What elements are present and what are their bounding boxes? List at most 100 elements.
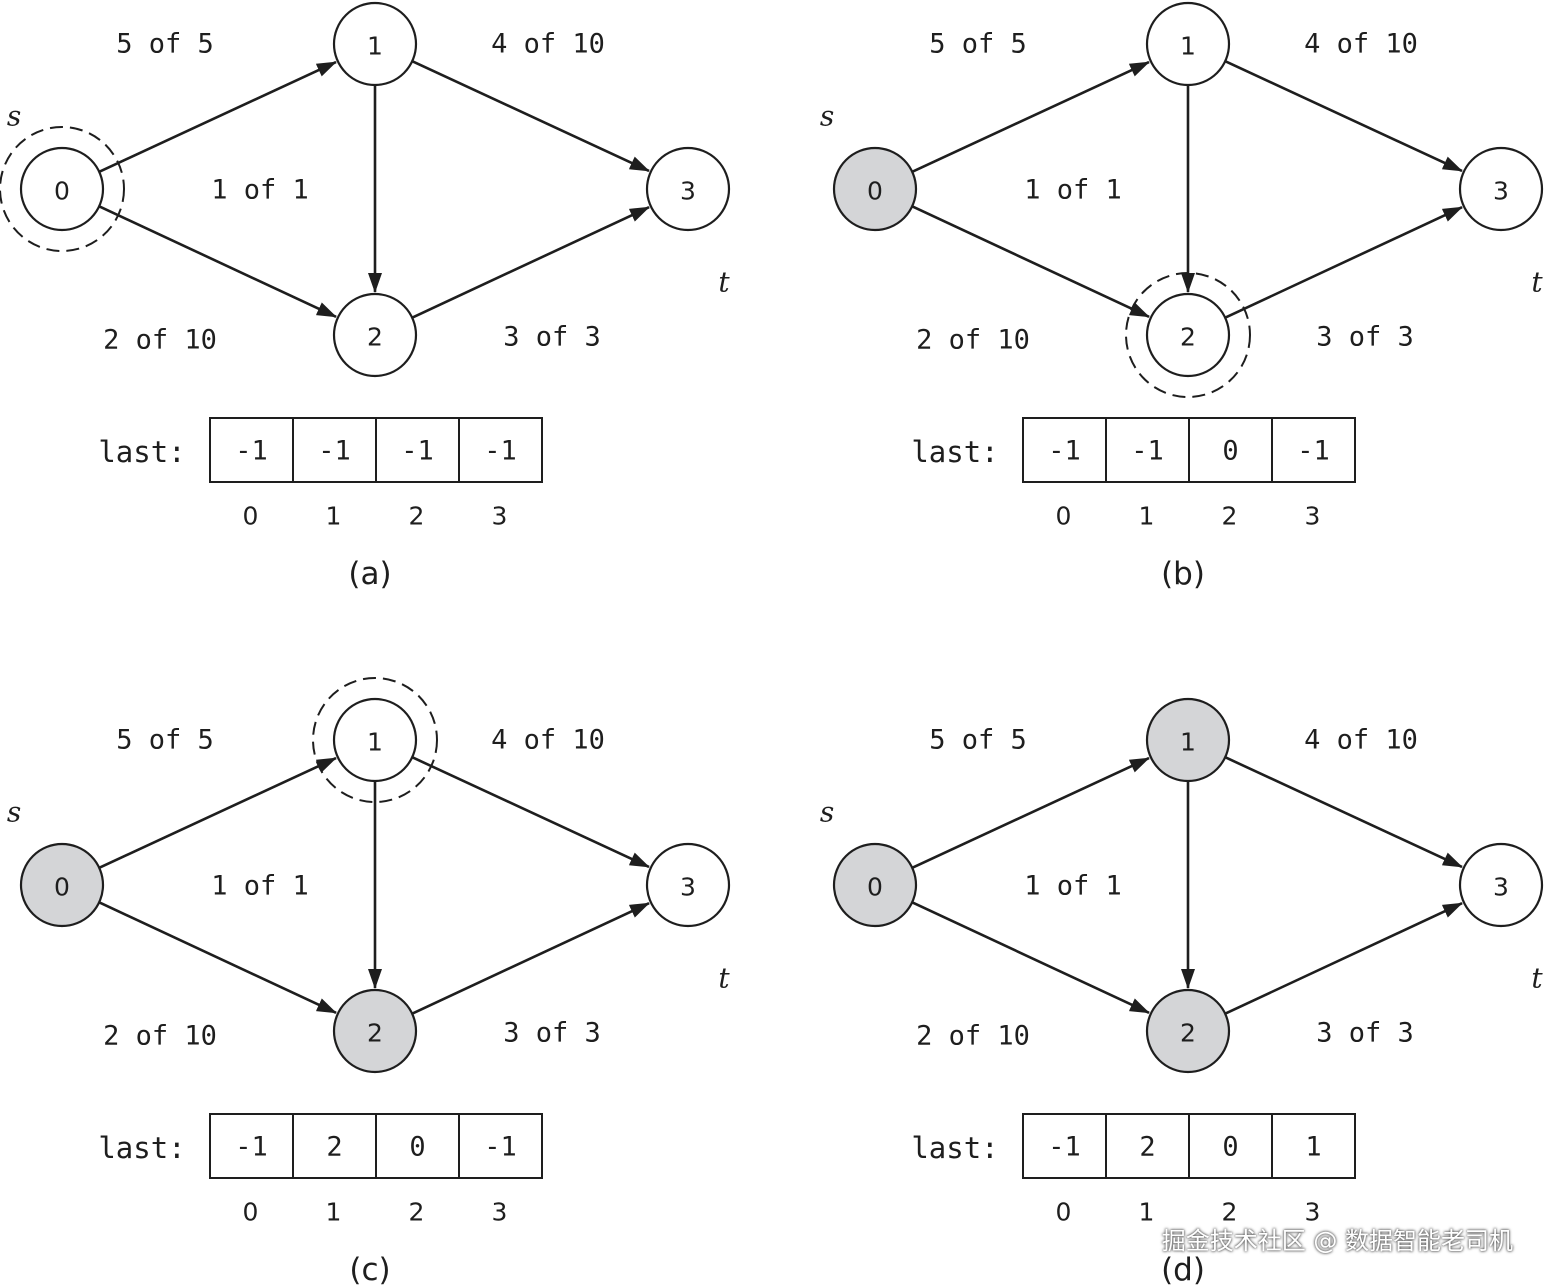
array-index-1: 1	[1139, 502, 1155, 531]
watermark: 掘金技术社区 @ 数据智能老司机	[1161, 1227, 1513, 1255]
array-index-2: 2	[1222, 1198, 1238, 1227]
array-index-1: 1	[1139, 1198, 1155, 1227]
sink-label: t	[718, 962, 730, 995]
node-0	[19, 146, 105, 232]
last-array-value-1: 2	[1139, 1132, 1155, 1163]
array-index-3: 3	[492, 1198, 508, 1227]
edge-2-3	[1224, 901, 1463, 1015]
panel-b: 5 of 52 of 101 of 14 of 103 of 30123stla…	[820, 1, 1543, 592]
edge-0-2	[98, 901, 337, 1015]
last-array-label: last:	[98, 1131, 185, 1165]
array-index-3: 3	[492, 502, 508, 531]
edge-label-0-1: 5 of 5	[116, 725, 214, 756]
node-2	[1145, 988, 1231, 1074]
last-array-cell-0	[209, 417, 294, 483]
node-label-1: 1	[1180, 32, 1196, 61]
node-label-2: 2	[367, 1019, 383, 1048]
last-array-cell-2	[1188, 1113, 1273, 1179]
edge-label-1-2: 1 of 1	[211, 175, 309, 206]
edge-label-2-3: 3 of 3	[503, 322, 601, 353]
edge-0-1	[98, 60, 337, 173]
edge-label-1-3: 4 of 10	[491, 725, 605, 756]
node-label-2: 2	[1180, 1019, 1196, 1048]
node-label-3: 3	[680, 177, 696, 206]
array-index-3: 3	[1305, 502, 1321, 531]
node-1	[332, 1, 418, 87]
last-array-value-3: 1	[1305, 1132, 1321, 1163]
node-label-1: 1	[367, 32, 383, 61]
panel-d: 5 of 52 of 101 of 14 of 103 of 30123stla…	[820, 697, 1544, 1288]
edge-label-1-3: 4 of 10	[491, 29, 605, 60]
node-label-2: 2	[367, 323, 383, 352]
last-array-label: last:	[911, 435, 998, 469]
edge-1-3	[1224, 60, 1463, 173]
last-array-cell-3	[1271, 417, 1356, 483]
array-index-0: 0	[243, 1198, 259, 1227]
node-label-0: 0	[54, 873, 70, 902]
node-3	[1458, 842, 1544, 928]
edge-1-3	[411, 60, 650, 173]
panel-caption: (c)	[349, 1252, 390, 1288]
edge-label-0-2: 2 of 10	[916, 325, 1030, 356]
last-array-cell-3	[458, 1113, 543, 1179]
sink-label: t	[718, 266, 730, 299]
node-label-1: 1	[1180, 728, 1196, 757]
node-label-0: 0	[867, 873, 883, 902]
last-array-value-0: -1	[235, 436, 268, 467]
last-array-value-2: 0	[409, 1132, 425, 1163]
node-0	[832, 146, 918, 232]
node-label-0: 0	[867, 177, 883, 206]
sink-label: t	[1531, 962, 1543, 995]
edge-label-1-2: 1 of 1	[211, 871, 309, 902]
last-array-cell-0	[1022, 417, 1107, 483]
array-index-0: 0	[1056, 1198, 1072, 1227]
last-array-cell-1	[1105, 1113, 1190, 1179]
panel-c: 5 of 52 of 101 of 14 of 103 of 30123stla…	[7, 677, 731, 1288]
edge-0-2	[911, 205, 1150, 319]
node-label-2: 2	[1180, 323, 1196, 352]
last-array-value-3: -1	[484, 1132, 517, 1163]
panel-caption: (d)	[1161, 1252, 1205, 1288]
node-2	[1145, 292, 1231, 378]
last-array-value-3: -1	[484, 436, 517, 467]
node-3	[645, 842, 731, 928]
node-0	[832, 842, 918, 928]
last-array-cell-2	[375, 417, 460, 483]
edge-label-0-2: 2 of 10	[916, 1021, 1030, 1052]
last-array-value-0: -1	[1048, 436, 1081, 467]
last-array-cell-2	[375, 1113, 460, 1179]
sink-label: t	[1531, 266, 1543, 299]
edge-label-0-1: 5 of 5	[929, 29, 1027, 60]
edge-2-3	[411, 205, 650, 319]
edge-0-2	[911, 901, 1150, 1015]
edge-label-2-3: 3 of 3	[1316, 1018, 1414, 1049]
last-array-value-2: 0	[1222, 1132, 1238, 1163]
panel-caption: (b)	[1161, 556, 1205, 592]
current-node-ring	[312, 677, 438, 803]
last-array-value-3: -1	[1297, 436, 1330, 467]
array-index-2: 2	[409, 502, 425, 531]
node-label-1: 1	[367, 728, 383, 757]
last-array-value-1: -1	[318, 436, 351, 467]
array-index-0: 0	[1056, 502, 1072, 531]
edge-label-0-1: 5 of 5	[116, 29, 214, 60]
edge-label-0-1: 5 of 5	[929, 725, 1027, 756]
array-index-3: 3	[1305, 1198, 1321, 1227]
node-3	[645, 146, 731, 232]
node-1	[1145, 697, 1231, 783]
last-array-value-0: -1	[235, 1132, 268, 1163]
source-label: s	[7, 100, 21, 133]
last-array-value-2: 0	[1222, 436, 1238, 467]
last-array-value-2: -1	[401, 436, 434, 467]
edge-label-2-3: 3 of 3	[1316, 322, 1414, 353]
node-1	[1145, 1, 1231, 87]
node-label-3: 3	[1493, 177, 1509, 206]
last-array-value-0: -1	[1048, 1132, 1081, 1163]
source-label: s	[820, 100, 834, 133]
edge-0-1	[911, 756, 1150, 869]
edge-0-2	[98, 205, 337, 319]
edge-label-1-2: 1 of 1	[1024, 175, 1122, 206]
node-0	[19, 842, 105, 928]
edge-2-3	[411, 901, 650, 1015]
edge-0-1	[98, 756, 337, 869]
